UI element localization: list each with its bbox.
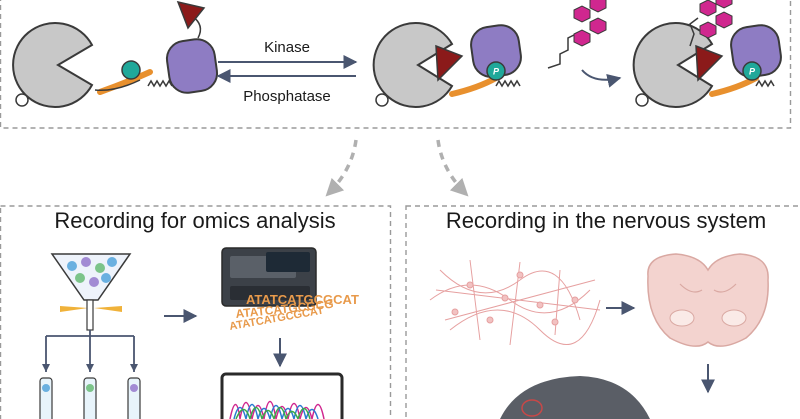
sequence-reads: ATATCATGCGCAT ATATCATGCGCG ATATCATGCGCAT bbox=[228, 292, 359, 333]
protein-complex-glycosylated-icon: P bbox=[632, 0, 782, 108]
trace-monitor-icon bbox=[220, 372, 344, 419]
glycan-chain-icon bbox=[547, 0, 622, 88]
phospho-site-icon bbox=[121, 60, 141, 80]
protein-complex-icon bbox=[12, 0, 219, 108]
mouse-icon bbox=[500, 376, 650, 419]
right-panel-border bbox=[405, 205, 800, 419]
neuron-network-icon bbox=[429, 259, 601, 346]
brain-section-icon bbox=[647, 253, 769, 347]
sequencer-icon bbox=[221, 247, 317, 307]
protein-complex-phosphorylated-icon: P bbox=[372, 22, 522, 108]
left-panel-title: Recording for omics analysis bbox=[54, 208, 335, 233]
connector-arrow-left bbox=[325, 139, 358, 197]
top-panel-border bbox=[0, 0, 792, 129]
left-panel-border bbox=[0, 205, 392, 419]
sequence-read-1: ATATCATGCGCAT bbox=[246, 292, 359, 307]
right-panel-title: Recording in the nervous system bbox=[446, 208, 766, 233]
flow-sorter-icon bbox=[39, 253, 141, 419]
triangle-substrate-icon bbox=[176, 0, 206, 30]
phospho-mark-3: P bbox=[749, 67, 756, 77]
kinase-label: Kinase bbox=[264, 39, 310, 56]
phosphatase-label: Phosphatase bbox=[243, 88, 331, 105]
connector-arrow-right bbox=[436, 139, 469, 197]
phospho-mark-2: P bbox=[493, 67, 500, 77]
